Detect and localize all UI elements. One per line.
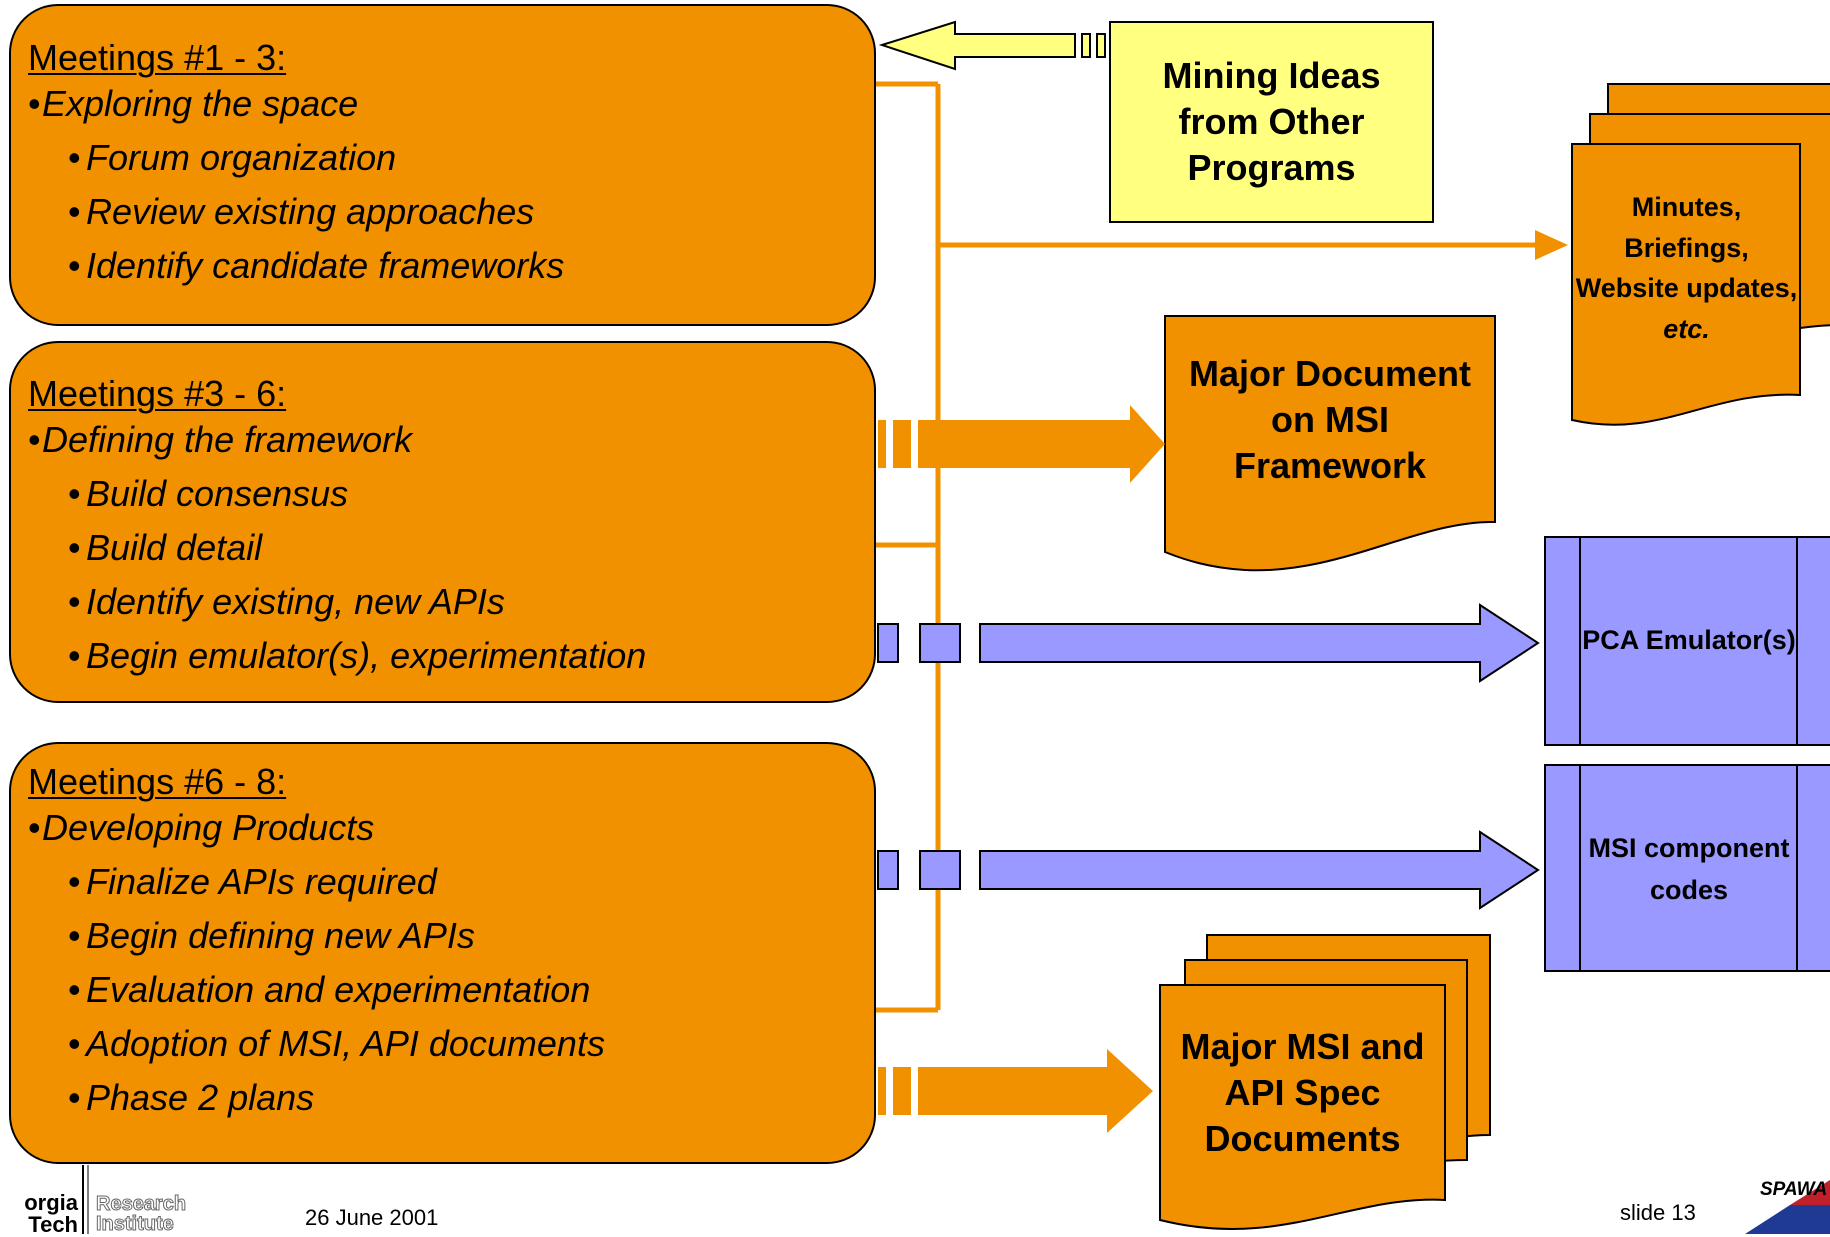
footer-date: 26 June 2001: [305, 1205, 439, 1230]
meetings-3-item: •Begin defining new APIs: [68, 915, 475, 956]
arrow-to-minutes: [1535, 230, 1568, 260]
meetings-3-main: •Developing Products: [28, 807, 375, 848]
meetings-2-item: •Build consensus: [68, 473, 349, 514]
arrow-to-msi-codes: [877, 830, 1540, 910]
meetings-3-item: •Finalize APIs required: [68, 861, 437, 902]
gtri-logo-text-right: Research Institute: [95, 1193, 187, 1235]
meetings-3-item: •Phase 2 plans: [68, 1077, 315, 1118]
pca-label: PCA Emulator(s): [1582, 624, 1796, 655]
spec-doc-stack: [1159, 934, 1491, 1230]
spawar-logo: [1745, 1180, 1830, 1234]
meetings-3-text: Meetings #6 - 8: •Developing Products •F…: [28, 764, 605, 1116]
meetings-2-item: •Begin emulator(s), experimentation: [68, 635, 647, 676]
pca-box: [1544, 536, 1830, 746]
meetings-1-item: •Forum organization: [68, 137, 397, 178]
meetings-box-1: [9, 4, 876, 326]
major-document-shape: [1164, 315, 1496, 572]
mining-box: [1109, 21, 1434, 223]
meetings-2-main: •Defining the framework: [28, 419, 413, 460]
mining-label: Mining Ideas from Other Programs: [1162, 54, 1381, 189]
meetings-2-item: •Build detail: [68, 527, 263, 568]
minutes-doc-stack: [1571, 83, 1830, 426]
meetings-box-3: [9, 742, 876, 1164]
minutes-label: Minutes, Briefings, Website updates, etc…: [1575, 192, 1798, 344]
meetings-2-text: Meetings #3 - 6: •Defining the framework…: [28, 376, 646, 674]
meetings-1-item: •Identify candidate frameworks: [68, 245, 565, 286]
meetings-2-title: Meetings #3 - 6:: [28, 373, 287, 414]
meetings-1-main: •Exploring the space: [28, 83, 359, 124]
gtri-logo-text-left: orgia Tech: [24, 1190, 78, 1237]
major-document-label: Major Document on MSI Framework: [1188, 352, 1472, 487]
arrow-to-spec-docs: [878, 1049, 1153, 1133]
meetings-2-item: •Identify existing, new APIs: [68, 581, 505, 622]
footer-slide-number: slide 13: [1620, 1200, 1696, 1225]
meetings-1-item: •Review existing approaches: [68, 191, 535, 232]
msi-codes-label: MSI component codes: [1588, 833, 1790, 905]
meetings-1-title: Meetings #1 - 3:: [28, 37, 287, 78]
spawar-logo-text: SPAWA: [1760, 1179, 1828, 1200]
meetings-3-item: •Adoption of MSI, API documents: [68, 1023, 605, 1064]
meetings-3-item: •Evaluation and experimentation: [68, 969, 591, 1010]
arrow-to-pca: [877, 603, 1540, 683]
mining-arrow: [878, 20, 1106, 71]
gtri-logo: [82, 1165, 89, 1234]
meetings-box-2: [9, 341, 876, 703]
arrow-to-major-doc: [878, 405, 1165, 483]
spec-docs-label: Major MSI and API Spec Documents: [1180, 1025, 1425, 1160]
meetings-3-title: Meetings #6 - 8:: [28, 761, 287, 802]
msi-codes-box: [1544, 764, 1830, 972]
meetings-1-text: Meetings #1 - 3: •Exploring the space •F…: [28, 40, 564, 284]
